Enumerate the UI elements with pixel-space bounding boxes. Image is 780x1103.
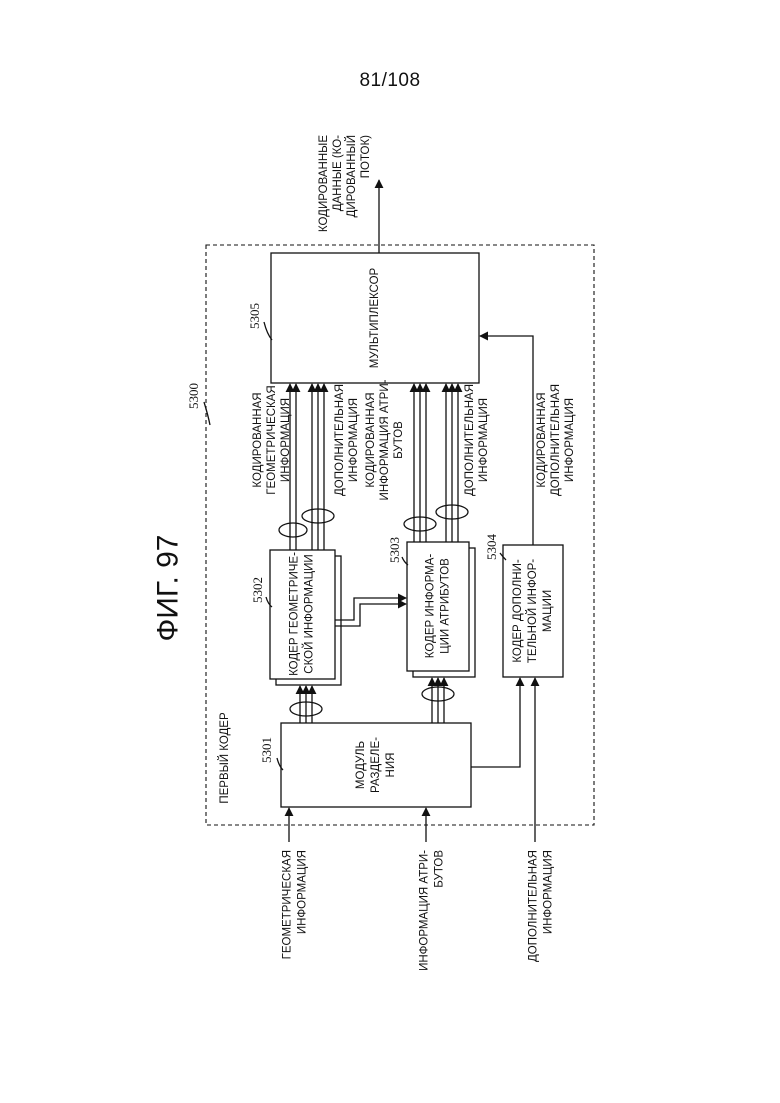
coded-geometry-line: ИНФОРМАЦИЯ [280,398,292,482]
coded-additional-line: ИНФОРМАЦИЯ [564,398,576,482]
additional-encoder-text-line: МАЦИИ [542,590,554,632]
attribute-extra-line: ДОПОЛНИТЕЛЬНАЯ [464,384,476,496]
split-to-attribute-bundle [422,678,454,723]
additional-encoder-text-line: ТЕЛЬНОЙ ИНФОР- [526,559,539,663]
split-to-geometry-bundle [290,686,322,723]
svg-text:5303: 5303 [387,537,402,563]
svg-text:5301: 5301 [259,737,274,763]
attribute-extra-line: ИНФОРМАЦИЯ [478,398,490,482]
splitter-text-line: МОДУЛЬ [355,741,367,789]
output-line: ДАННЫЕ (КО- [332,135,344,211]
coded-additional-line: ДОПОЛНИТЕЛЬНАЯ [550,384,562,496]
multiplexer-block: МУЛЬТИПЛЕКСОР 5305 [247,253,479,383]
attribute-encoder-text-line: КОДЕР ИНФОРМА- [425,554,437,659]
attribute-encoder-block: КОДЕР ИНФОРМА-ЦИИ АТРИБУТОВ 5303 [387,537,475,677]
splitter-block: МОДУЛЬРАЗДЕЛЕ-НИЯ 5301 [259,723,471,807]
additional-input-label: ДОПОЛНИТЕЛЬНАЯИНФОРМАЦИЯ [528,850,555,962]
attribute-input-line: БУТОВ [434,850,446,888]
additional-encoder-block: КОДЕР ДОПОЛНИ-ТЕЛЬНОЙ ИНФОР-МАЦИИ 5304 [484,534,563,678]
coded-attribute-line: БУТОВ [393,421,405,459]
svg-text:5302: 5302 [250,577,265,603]
splitter-text-line: НИЯ [385,753,397,778]
svg-text:5305: 5305 [247,303,262,329]
coded-attribute-line: КОДИРОВАННАЯ [365,392,377,487]
svg-text:5304: 5304 [484,534,499,561]
multiplexer-text-line: МУЛЬТИПЛЕКСОР [369,267,381,368]
coded-attribute-label: КОДИРОВАННАЯИНФОРМАЦИЯ АТРИ-БУТОВ [365,379,405,500]
additional-input-line: ДОПОЛНИТЕЛЬНАЯ [528,850,540,962]
output-label: КОДИРОВАННЫЕДАННЫЕ (КО-ДИРОВАННЫЙПОТОК) [318,135,372,232]
coded-additional-line: КОДИРОВАННАЯ [536,392,548,487]
coded-attribute-line: ИНФОРМАЦИЯ АТРИ- [379,379,391,500]
geometry-encoder-text-line: СКОЙ ИНФОРМАЦИИ [303,554,316,673]
geometry-to-attribute-link [335,598,406,626]
coded-geometry-line: ГЕОМЕТРИЧЕСКАЯ [266,385,278,494]
coded-geometry-label: КОДИРОВАННАЯГЕОМЕТРИЧЕСКАЯИНФОРМАЦИЯ [252,385,292,494]
coded-additional-label: КОДИРОВАННАЯДОПОЛНИТЕЛЬНАЯИНФОРМАЦИЯ [536,384,576,496]
attribute-extra-label: ДОПОЛНИТЕЛЬНАЯИНФОРМАЦИЯ [464,384,490,496]
additional-encoder-text-line: КОДЕР ДОПОЛНИ- [512,559,524,663]
attribute-input-label: ИНФОРМАЦИЯ АТРИ-БУТОВ [419,850,446,971]
attribute-encoder-text-line: ЦИИ АТРИБУТОВ [440,558,452,654]
geometry-encoder-block: КОДЕР ГЕОМЕТРИЧЕ-СКОЙ ИНФОРМАЦИИ 5302 [250,550,341,685]
coded-geometry-line: КОДИРОВАННАЯ [252,392,264,487]
encoder-ref: 5300 [186,383,210,425]
geometry-extra-line: ИНФОРМАЦИЯ [348,398,360,482]
figure-title: ФИГ. 97 [152,535,185,642]
output-line: КОДИРОВАННЫЕ [318,135,330,232]
geometry-encoder-text-line: КОДЕР ГЕОМЕТРИЧЕ- [289,552,301,676]
svg-text:5300: 5300 [186,383,201,409]
split-to-additional-line [471,678,520,767]
geometry-input-line: ГЕОМЕТРИЧЕСКАЯ [282,850,294,959]
geometry-input-line: ИНФОРМАЦИЯ [297,850,309,934]
attribute-input-line: ИНФОРМАЦИЯ АТРИ- [419,850,431,971]
splitter-text-line: РАЗДЕЛЕ- [370,737,382,793]
geometry-input-label: ГЕОМЕТРИЧЕСКАЯИНФОРМАЦИЯ [282,850,309,959]
output-line: ПОТОК) [360,135,372,178]
geometry-extra-bundle [302,384,334,550]
geometry-extra-line: ДОПОЛНИТЕЛЬНАЯ [334,384,346,496]
coded-attribute-bundle [404,384,436,542]
additional-input-line: ИНФОРМАЦИЯ [543,850,555,934]
geometry-extra-label: ДОПОЛНИТЕЛЬНАЯИНФОРМАЦИЯ [334,384,360,496]
output-line: ДИРОВАННЫЙ [345,135,358,217]
encoder-title: ПЕРВЫЙ КОДЕР [218,712,231,804]
